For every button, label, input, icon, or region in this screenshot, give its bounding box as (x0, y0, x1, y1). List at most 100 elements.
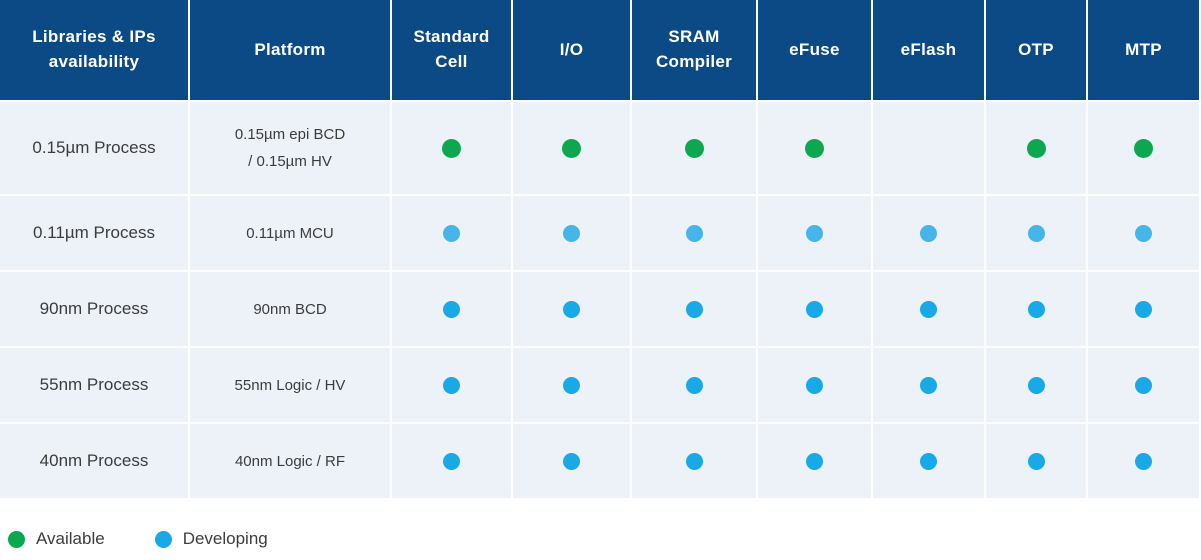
status-cell (758, 348, 871, 422)
status-cell (758, 424, 871, 498)
status-cell (758, 272, 871, 346)
developing-dot-icon (1135, 300, 1152, 318)
developing-dot-icon (685, 224, 703, 242)
status-cell (632, 272, 756, 346)
developing-dot-icon (154, 530, 172, 548)
process-cell: 90nm Process (0, 272, 188, 346)
status-cell (392, 102, 511, 194)
developing-dot-icon (920, 224, 937, 242)
status-cell (513, 102, 630, 194)
status-cell (392, 348, 511, 422)
status-cell (513, 424, 630, 498)
status-cell (873, 102, 984, 194)
header-efuse: eFuse (758, 0, 871, 100)
available-dot-icon (8, 530, 25, 548)
developing-dot-icon (1135, 224, 1152, 242)
developing-dot-icon (920, 376, 937, 394)
developing-dot-icon (685, 376, 703, 394)
status-cell (986, 102, 1086, 194)
legend: Available Developing (8, 529, 1201, 549)
developing-dot-icon (685, 452, 703, 470)
available-dot-icon (805, 138, 824, 158)
table-header-row: Libraries & IPs availability Platform St… (0, 0, 1199, 100)
status-cell (986, 272, 1086, 346)
legend-item-developing: Developing (154, 529, 268, 549)
developing-dot-icon (806, 224, 823, 242)
developing-dot-icon (563, 452, 580, 470)
status-cell (1088, 196, 1199, 270)
developing-dot-icon (1135, 376, 1152, 394)
process-cell: 40nm Process (0, 424, 188, 498)
developing-dot-icon (1027, 376, 1045, 394)
header-standard-cell: Standard Cell (392, 0, 511, 100)
status-cell (632, 196, 756, 270)
status-cell (873, 196, 984, 270)
developing-dot-icon (806, 452, 823, 470)
status-cell (758, 196, 871, 270)
status-cell (758, 102, 871, 194)
status-cell (873, 272, 984, 346)
developing-dot-icon (1027, 224, 1045, 242)
developing-dot-icon (563, 376, 580, 394)
status-cell (1088, 348, 1199, 422)
header-sram-compiler: SRAM Compiler (632, 0, 756, 100)
developing-dot-icon (443, 452, 460, 470)
developing-dot-icon (806, 300, 823, 318)
status-cell (513, 272, 630, 346)
status-cell (1088, 102, 1199, 194)
header-libraries-ips: Libraries & IPs availability (0, 0, 188, 100)
process-cell: 0.11µm Process (0, 196, 188, 270)
process-cell: 0.15µm Process (0, 102, 188, 194)
available-dot-icon (442, 138, 461, 158)
header-otp: OTP (986, 0, 1086, 100)
status-cell (632, 348, 756, 422)
developing-dot-icon (920, 300, 937, 318)
developing-dot-icon (1135, 452, 1152, 470)
status-cell (632, 424, 756, 498)
status-cell (873, 348, 984, 422)
developing-dot-icon (806, 376, 823, 394)
status-cell (1088, 424, 1199, 498)
status-cell (873, 424, 984, 498)
available-dot-icon (1026, 138, 1046, 158)
platform-cell: 0.15µm epi BCD / 0.15µm HV (190, 102, 390, 194)
developing-dot-icon (443, 376, 460, 394)
platform-cell: 40nm Logic / RF (190, 424, 390, 498)
header-eflash: eFlash (873, 0, 984, 100)
status-cell (392, 196, 511, 270)
platform-cell: 55nm Logic / HV (190, 348, 390, 422)
status-cell (632, 102, 756, 194)
availability-table: Libraries & IPs availability Platform St… (0, 0, 1199, 498)
header-mtp: MTP (1088, 0, 1199, 100)
status-cell (986, 348, 1086, 422)
platform-cell: 0.11µm MCU (190, 196, 390, 270)
platform-cell: 90nm BCD (190, 272, 390, 346)
legend-label-available: Available (36, 529, 105, 548)
developing-dot-icon (1027, 300, 1045, 318)
developing-dot-icon (1027, 452, 1045, 470)
developing-dot-icon (563, 300, 580, 318)
status-cell (513, 196, 630, 270)
legend-label-developing: Developing (182, 529, 268, 548)
status-cell (392, 272, 511, 346)
legend-item-available: Available (8, 529, 105, 549)
header-io: I/O (513, 0, 630, 100)
status-cell (392, 424, 511, 498)
developing-dot-icon (685, 300, 703, 318)
developing-dot-icon (563, 224, 580, 242)
developing-dot-icon (443, 300, 460, 318)
status-cell (986, 196, 1086, 270)
developing-dot-icon (443, 224, 460, 242)
status-cell (1088, 272, 1199, 346)
status-cell (986, 424, 1086, 498)
available-dot-icon (1134, 138, 1153, 158)
process-cell: 55nm Process (0, 348, 188, 422)
status-cell (513, 348, 630, 422)
developing-dot-icon (920, 452, 937, 470)
